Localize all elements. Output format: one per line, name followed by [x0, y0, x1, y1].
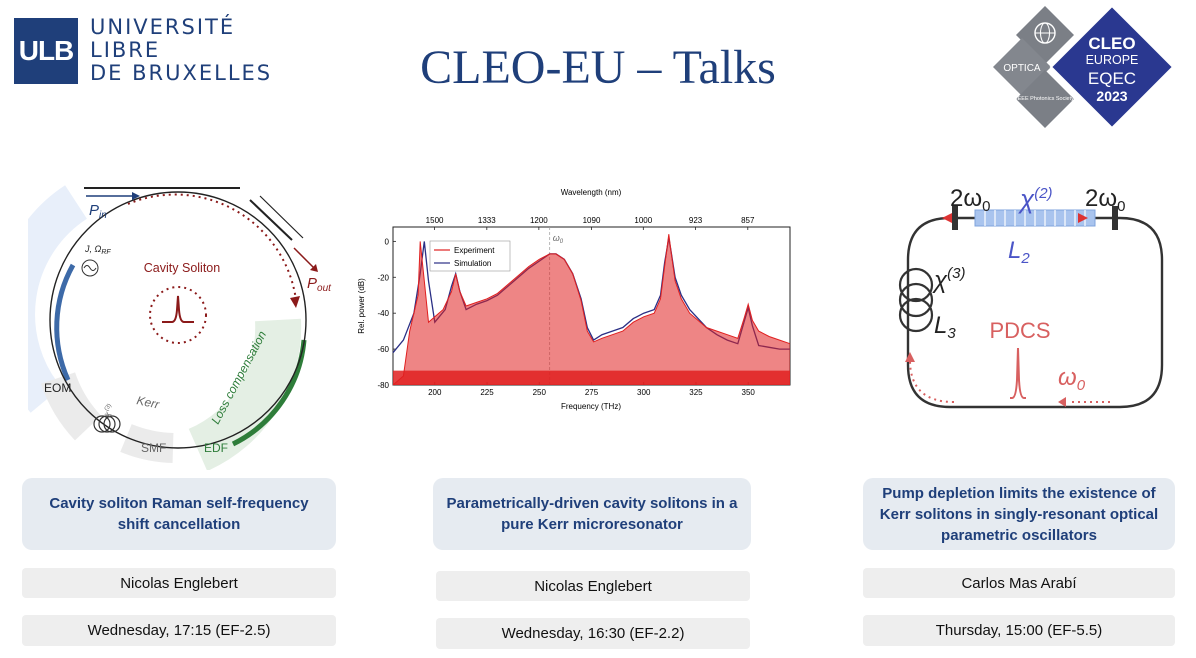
cavity-loop	[906, 216, 1164, 409]
edf-label: EDF	[204, 441, 228, 455]
mirror-right	[1112, 206, 1118, 230]
top-tick-label: 1333	[478, 216, 496, 225]
talk-2-time: Wednesday, 16:30 (EF-2.2)	[436, 618, 750, 649]
circulation-arrow-left	[909, 359, 955, 403]
logo-diamond-bottom	[1016, 70, 1074, 128]
eom-label: EOM	[44, 381, 71, 395]
university-name-line-1: UNIVERSITÉ	[90, 15, 236, 39]
w-right-label: 2ω0	[1085, 185, 1125, 215]
smf-label: SMF	[141, 441, 166, 455]
university-name-line-2: LIBRE	[90, 38, 161, 62]
logo-line-europe: EUROPE	[1086, 53, 1139, 67]
cavity-soliton-label: Cavity Soliton	[144, 261, 220, 275]
pdcs-pulse	[1010, 347, 1026, 399]
y-tick-label: -40	[377, 309, 389, 318]
fiber-coil-icon	[898, 267, 934, 303]
top-axis-label: Wavelength (nm)	[561, 188, 622, 197]
y-tick-label: -80	[377, 381, 389, 390]
mirror-left	[952, 206, 958, 230]
x-tick-label: 325	[689, 388, 703, 397]
talk-3-title: Pump depletion limits the existence of K…	[863, 478, 1175, 550]
logo-diamond-main	[1049, 4, 1175, 128]
talk-1-speaker: Nicolas Englebert	[22, 568, 336, 598]
y-axis-label: Rel. power (dB)	[357, 278, 366, 334]
y-tick-label: -60	[377, 345, 389, 354]
legend-experiment: Experiment	[454, 246, 495, 255]
edf-arc	[188, 318, 302, 470]
ulb-logo: ULB	[14, 18, 78, 84]
pump-arrow-left	[942, 213, 952, 223]
l2-label: L2	[1008, 237, 1030, 267]
x-tick-label: 300	[637, 388, 651, 397]
logo-line-year: 2023	[1096, 88, 1127, 104]
omega-label: ω0	[553, 233, 564, 245]
pdcs-label: PDCS	[989, 318, 1050, 343]
top-tick-label: 923	[689, 216, 703, 225]
x-tick-label: 350	[742, 388, 756, 397]
optica-label: OPTICA	[1003, 63, 1041, 74]
eom-segment	[54, 263, 76, 382]
x-axis-label: Frequency (THz)	[561, 402, 621, 411]
x-tick-label: 225	[480, 388, 494, 397]
pump-arrow-right	[1078, 213, 1088, 223]
eom-arc	[28, 185, 88, 413]
x-tick-label: 275	[585, 388, 599, 397]
university-name-line-3: DE BRUXELLES	[90, 61, 273, 85]
l3-label: L3	[934, 312, 956, 342]
kerr-label: Kerr	[135, 393, 161, 412]
y-tick-label: -20	[377, 273, 389, 282]
cleo-europe-logo: OPTICA IEEE Photonics Society CLEO EUROP…	[993, 4, 1175, 128]
y-tick-label: 0	[385, 237, 390, 246]
x-tick-label: 200	[428, 388, 442, 397]
pout-label: Pout	[307, 275, 332, 294]
w-left-label: 2ω0	[950, 185, 990, 215]
university-name: UNIVERSITÉ LIBRE DE BRUXELLES	[90, 16, 272, 85]
kerr-arc	[40, 371, 102, 441]
talk-3-time: Thursday, 15:00 (EF-5.5)	[863, 615, 1175, 646]
talk-2-title: Parametrically-driven cavity solitons in…	[433, 478, 751, 550]
series-experiment	[392, 234, 791, 386]
chi3-label: χ(3)	[101, 403, 116, 418]
output-waveguide	[249, 199, 293, 241]
w0-label: ω0	[1058, 364, 1086, 394]
fiber-ring	[49, 191, 307, 449]
talk-3-speaker: Carlos Mas Arabí	[863, 568, 1175, 598]
chi2-label: χ(2)	[1018, 184, 1053, 214]
series-experiment-area	[393, 234, 790, 385]
x-tick-label: 250	[533, 388, 547, 397]
legend: Experiment Simulation	[429, 240, 511, 272]
chi3-label: χ(3)	[932, 265, 965, 294]
top-tick-label: 1200	[530, 216, 548, 225]
top-tick-label: 857	[741, 216, 755, 225]
top-tick-label: 1000	[634, 216, 652, 225]
experiment-noise-floor	[393, 370, 790, 385]
circulation-arrow	[127, 193, 297, 301]
ieee-label: IEEE Photonics Society	[1016, 96, 1074, 102]
spectrum-chart: 200 225 250 275 300 325 350 0 -20 -40 -60 -80 1500 13…	[357, 188, 791, 411]
logo-line-cleo: CLEO	[1088, 34, 1135, 53]
top-tick-label: 1090	[583, 216, 601, 225]
page-title: CLEO-EU – Talks	[420, 41, 776, 94]
talk-1-title: Cavity soliton Raman self-frequency shif…	[22, 478, 336, 550]
legend-simulation: Simulation	[454, 259, 491, 268]
opo-schematic: 2ω0 χ(2) 2ω0 L2 χ(3) L3 PDCS ω0	[898, 184, 1164, 409]
logo-line-eqec: EQEC	[1088, 69, 1136, 88]
fiber-coil-icon	[93, 415, 111, 433]
soliton-pulse	[162, 295, 194, 323]
rf-label: J, ΩRF	[84, 244, 111, 256]
talk-1-time: Wednesday, 17:15 (EF-2.5)	[22, 615, 336, 646]
talk-2-speaker: Nicolas Englebert	[436, 571, 750, 601]
top-tick-label: 1500	[426, 216, 444, 225]
cavity-soliton-schematic: Pin Pout J, ΩRF Cavity Soliton Loss comp…	[28, 185, 332, 470]
pin-label: Pin	[89, 202, 107, 221]
soliton-loop	[149, 286, 207, 344]
